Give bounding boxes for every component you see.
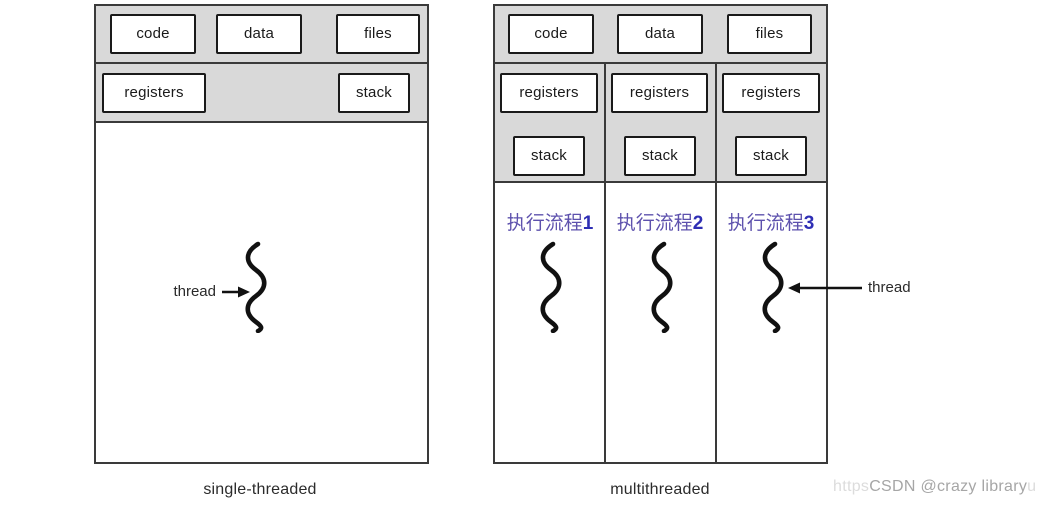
flow-text: 执行流程 <box>616 213 693 234</box>
process-resources-row: code data files <box>96 6 427 64</box>
thread-squiggle-icon-3 <box>762 241 784 333</box>
data-box: data <box>617 14 703 54</box>
flow-text: 执行流程 <box>727 213 804 234</box>
thread-label: thread <box>173 283 216 300</box>
flow-text: 执行流程 <box>506 213 583 234</box>
flow-number: 2 <box>692 213 704 234</box>
stack-box-3: stack <box>735 136 807 176</box>
column-divider-1 <box>604 64 606 462</box>
registers-box: registers <box>102 73 206 113</box>
stack-box-1: stack <box>513 136 585 176</box>
thread-squiggle-icon <box>245 241 267 333</box>
multithreaded-process-diagram: code data files registers registers regi… <box>493 4 828 464</box>
column-divider-2 <box>715 64 717 462</box>
watermark-prefix: https <box>833 478 870 495</box>
code-box: code <box>508 14 594 54</box>
csdn-watermark: httpsCSDN @crazy libraryu <box>833 478 1036 496</box>
right-caption: multithreaded <box>610 481 710 498</box>
data-box: data <box>216 14 302 54</box>
single-threaded-process-diagram: code data files registers stack thread <box>94 4 429 464</box>
thread-squiggle-icon-2 <box>651 241 673 333</box>
thread-arrow-left-icon <box>788 282 862 294</box>
thread-context-row: registers stack <box>96 64 427 123</box>
registers-box-3: registers <box>722 73 820 113</box>
flow-number: 3 <box>803 213 815 234</box>
thread-arrow-right-icon <box>222 286 250 298</box>
watermark-suffix: u <box>1027 478 1037 495</box>
registers-box-1: registers <box>500 73 598 113</box>
execution-flow-label-3: 执行流程3 <box>716 212 826 236</box>
stack-box-2: stack <box>624 136 696 176</box>
code-box: code <box>110 14 196 54</box>
thread-label: thread <box>868 279 911 296</box>
files-box: files <box>336 14 420 54</box>
execution-flow-label-2: 执行流程2 <box>605 212 715 236</box>
process-resources-row: code data files <box>495 6 826 64</box>
watermark-main: CSDN @crazy library <box>869 478 1028 495</box>
flow-number: 1 <box>582 213 594 234</box>
thread-squiggle-icon-1 <box>540 241 562 333</box>
registers-box-2: registers <box>611 73 708 113</box>
left-caption: single-threaded <box>203 481 317 498</box>
files-box: files <box>727 14 812 54</box>
stack-box: stack <box>338 73 410 113</box>
execution-flow-label-1: 执行流程1 <box>495 212 605 236</box>
per-thread-context-section: registers registers registers stack stac… <box>495 64 826 183</box>
